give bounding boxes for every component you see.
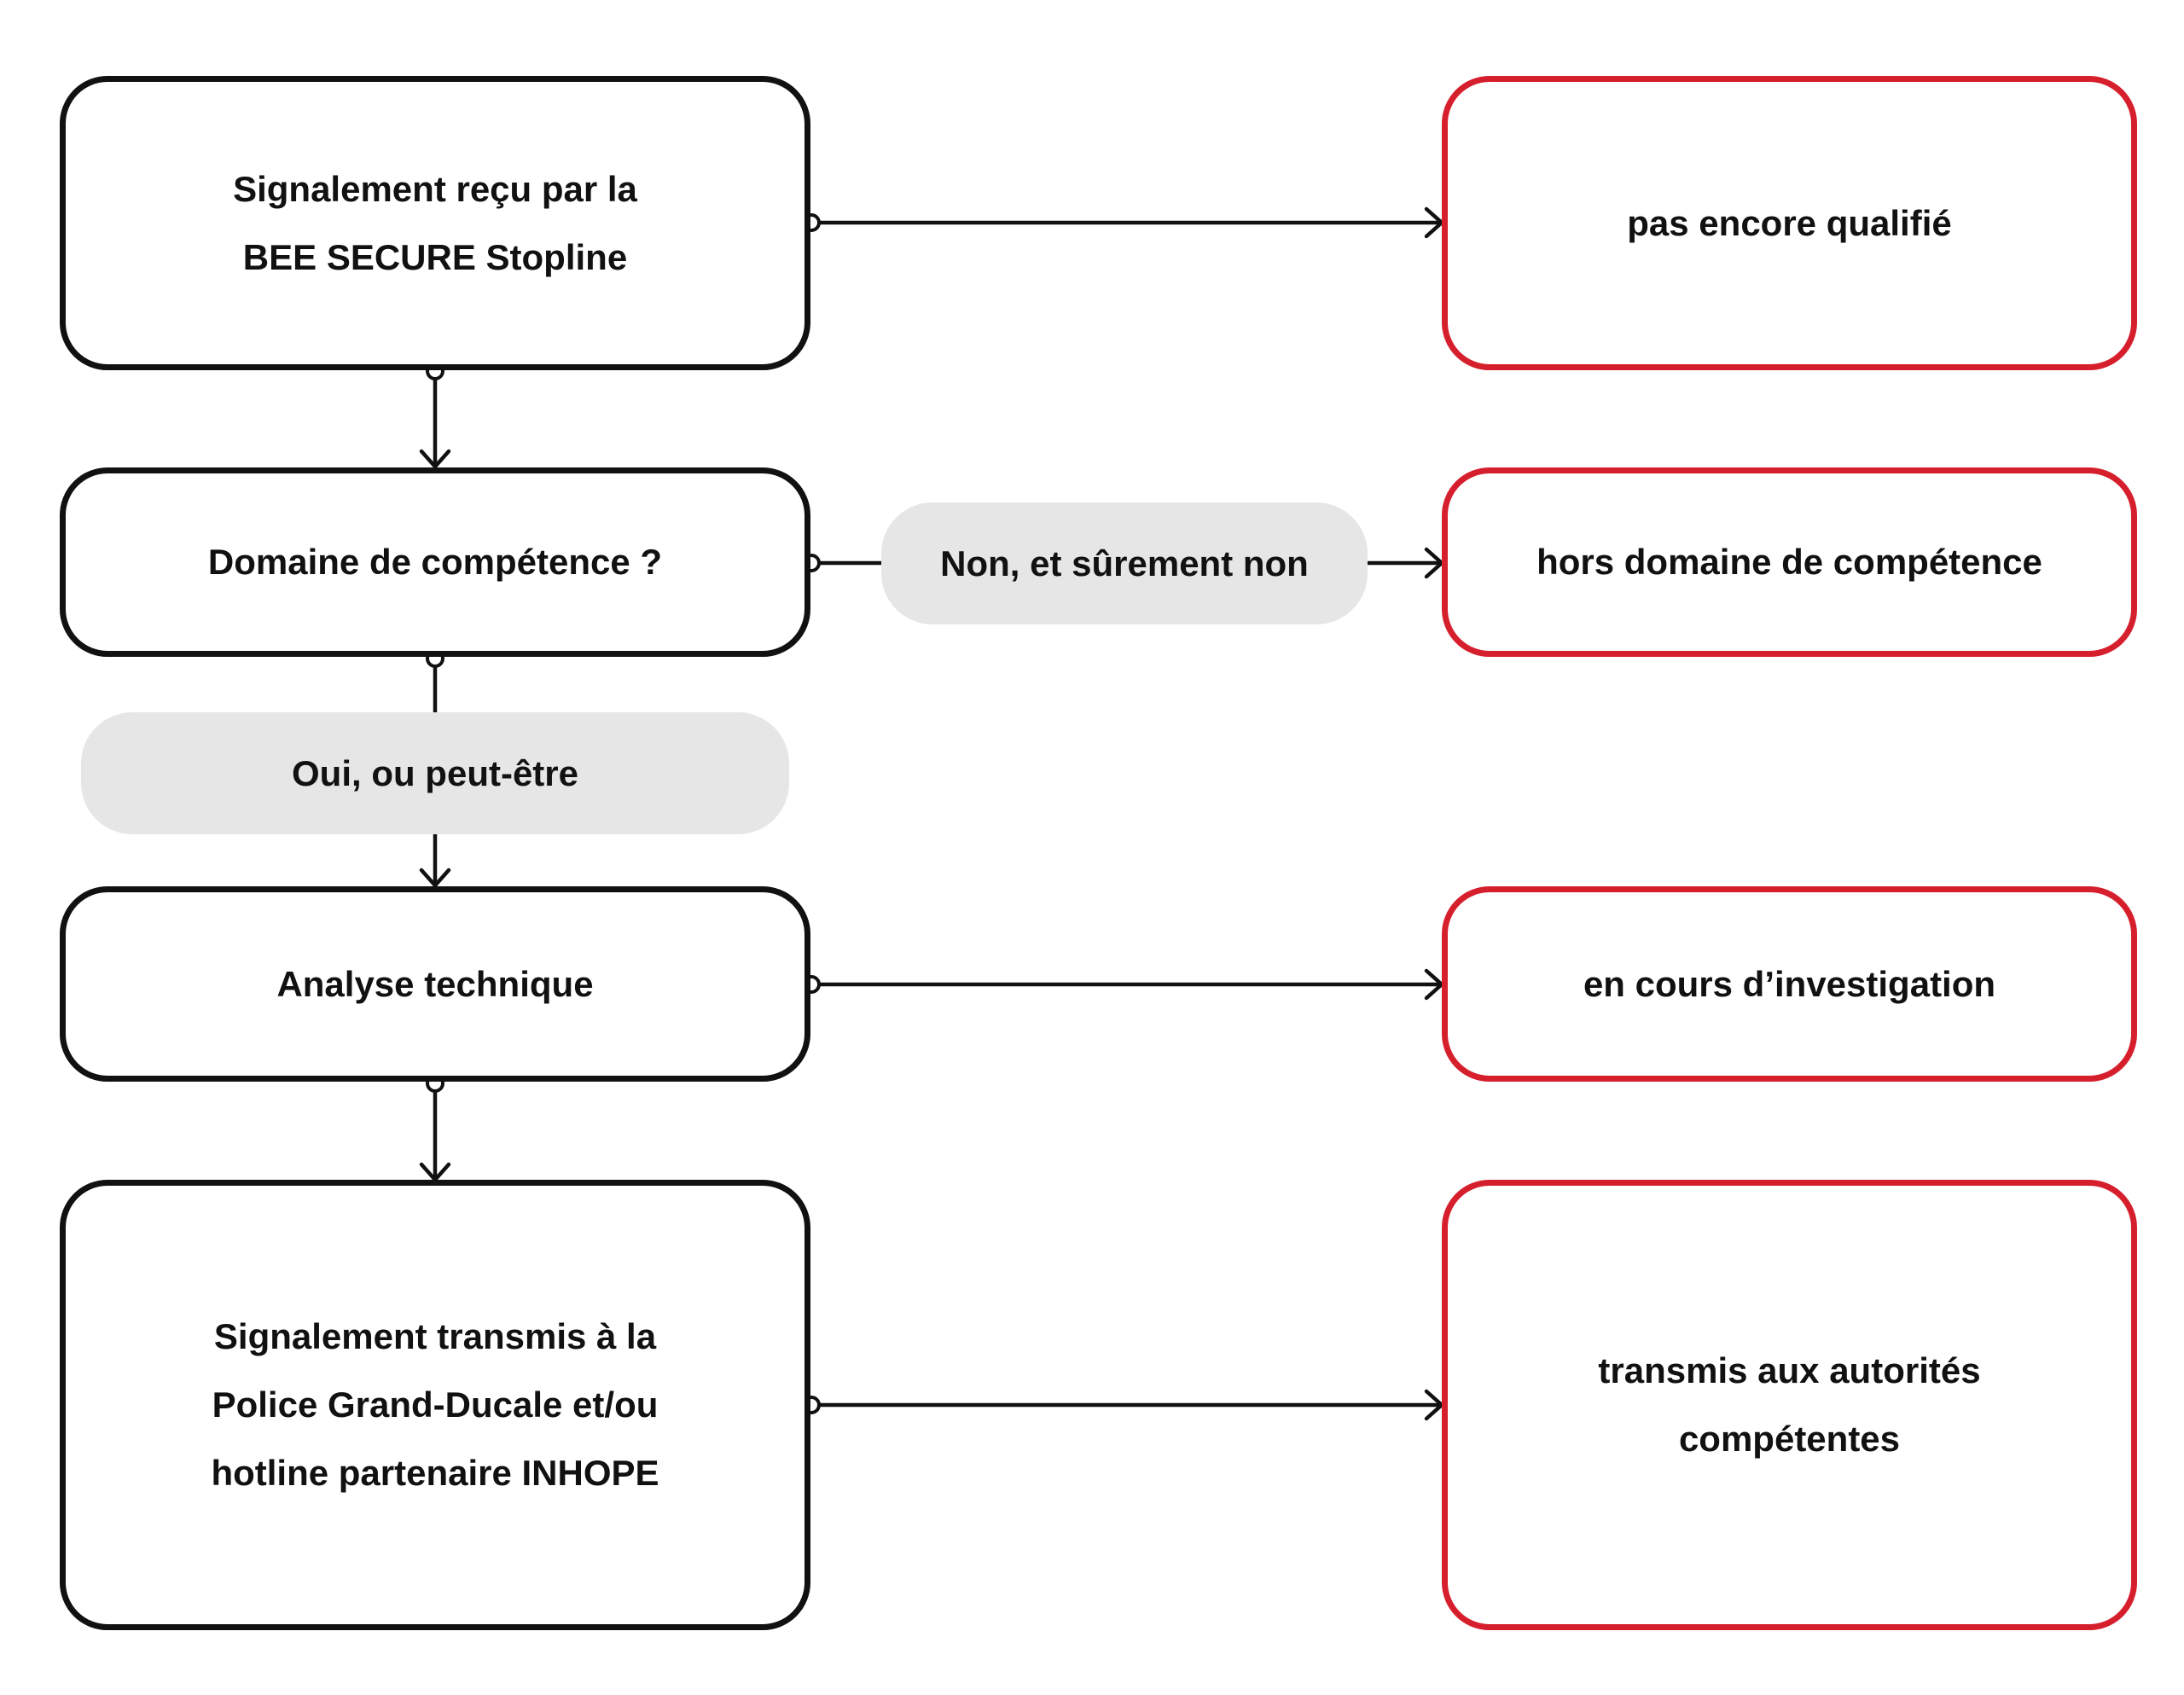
step-text: Signalement reçu par la xyxy=(233,168,637,209)
step-analysis-box: Analyse technique xyxy=(60,886,810,1082)
outcome-out-of-scope-box: hors domaine de compétence xyxy=(1442,467,2137,657)
outcome-investigating-box: en cours d’investigation xyxy=(1442,886,2137,1082)
outcome-text: pas encore qualifié xyxy=(1627,202,1952,243)
outcome-text: hors domaine de compétence xyxy=(1536,542,2042,582)
edge-label-yes: Oui, ou peut-être xyxy=(81,712,789,834)
step-text: Analyse technique xyxy=(276,963,594,1004)
outcome-not-qualified-box: pas encore qualifié xyxy=(1442,76,2137,370)
arrowhead xyxy=(419,868,451,888)
edge-label-no: Non, et sûrement non xyxy=(881,502,1368,624)
arrowhead xyxy=(419,449,451,469)
outcome-text: compétentes xyxy=(1678,1419,1901,1459)
outcome-text: en cours d’investigation xyxy=(1583,963,1996,1004)
step-text: Signalement transmis à la xyxy=(213,1316,657,1356)
step-text: Police Grand-Ducale et/ou xyxy=(212,1384,659,1425)
step-received-box: Signalement reçu par la BEE SECURE Stopl… xyxy=(60,76,810,370)
step-text: BEE SECURE Stopline xyxy=(242,236,628,277)
step-text: Domaine de compétence ? xyxy=(207,542,663,582)
step-transmitted-box: Signalement transmis à la Police Grand-D… xyxy=(60,1180,810,1630)
outcome-text: transmis aux autorités xyxy=(1598,1350,1981,1390)
step-text: hotline partenaire INHOPE xyxy=(211,1453,659,1493)
step-domain-box: Domaine de compétence ? xyxy=(60,467,810,657)
outcome-transmitted-authorities-box: transmis aux autorités compétentes xyxy=(1442,1180,2137,1630)
